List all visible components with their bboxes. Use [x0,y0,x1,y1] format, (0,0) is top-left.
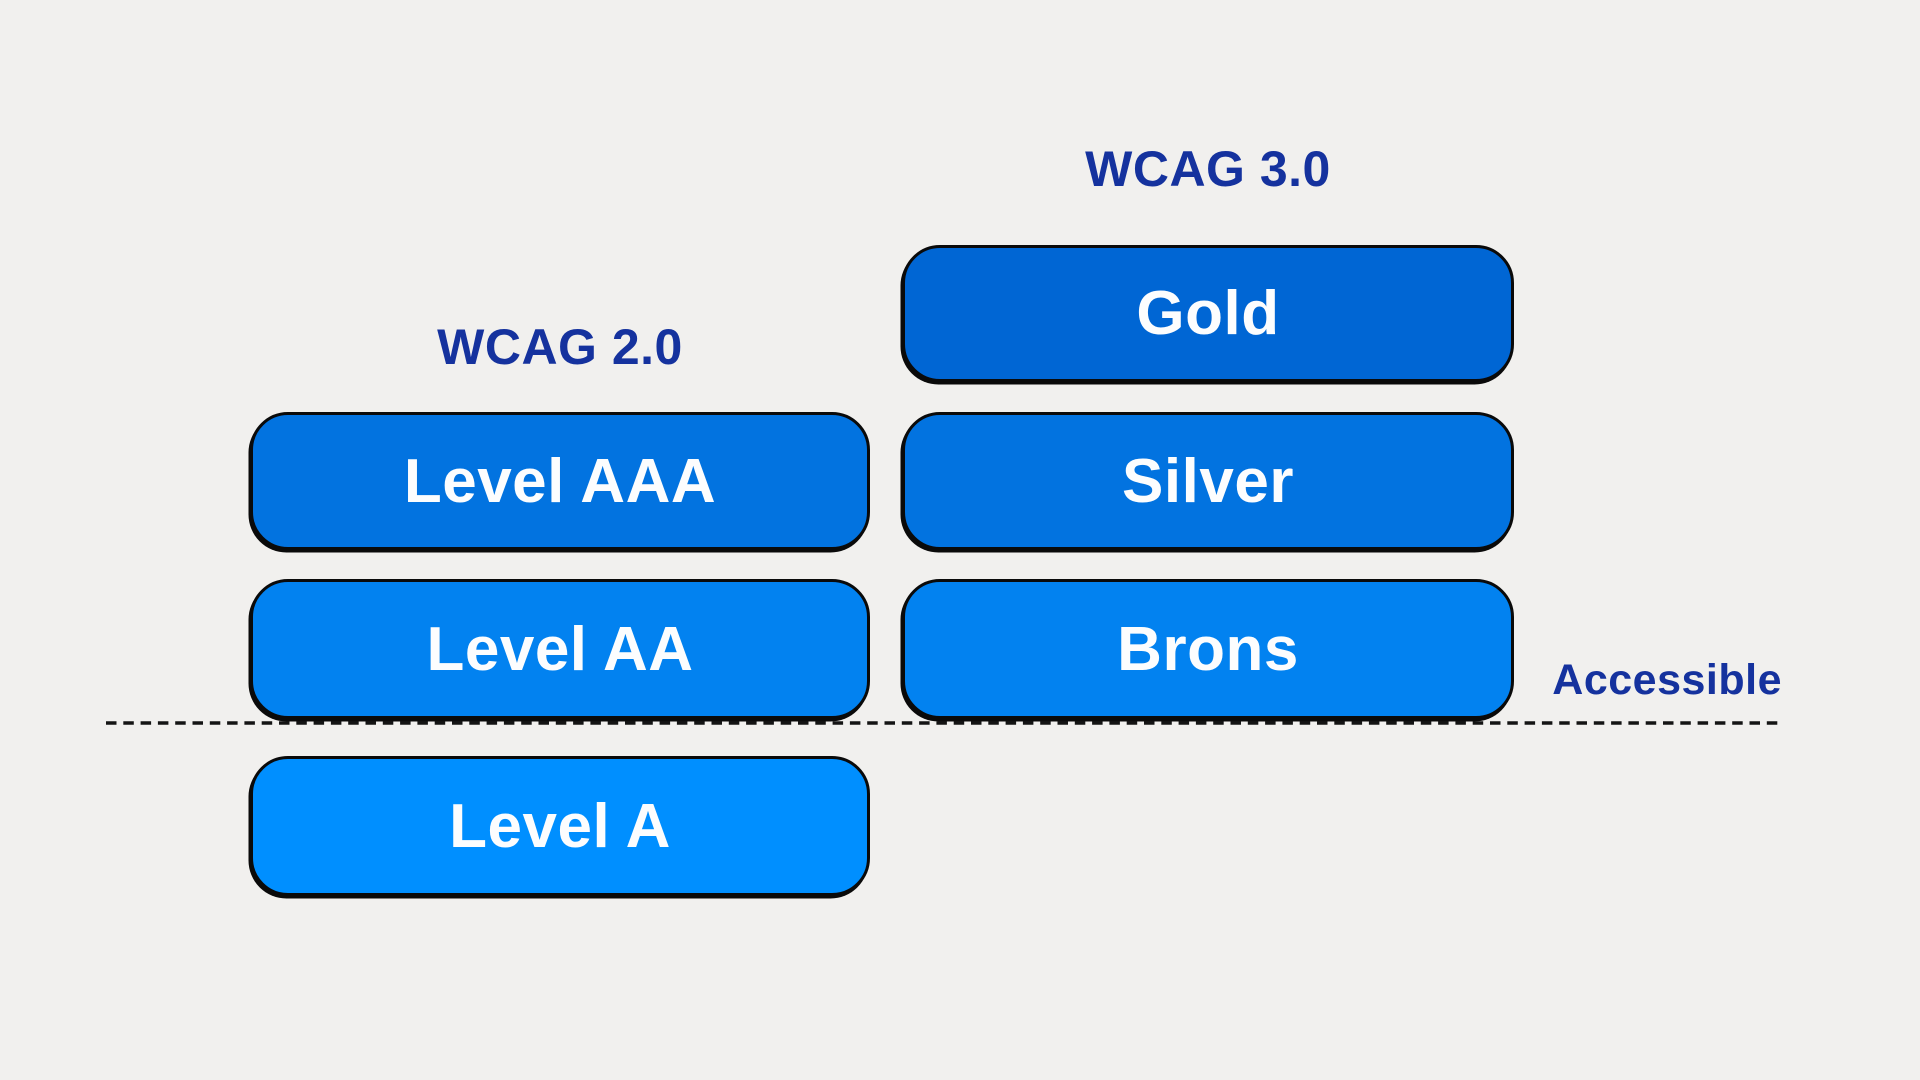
box-brons-label: Brons [1117,614,1299,684]
box-gold-label: Gold [1136,279,1280,348]
wcag3-column-header: WCAG 3.0 [1085,141,1331,197]
accessibility-threshold-dashed-line [106,721,1778,725]
box-level-aa: Level AA [250,579,870,719]
box-level-a: Level A [250,756,870,896]
box-level-a-label: Level A [449,791,671,861]
box-silver-label: Silver [1122,446,1294,516]
box-level-aaa-label: Level AAA [403,446,717,516]
box-silver: Silver [902,412,1514,550]
box-level-aaa: Level AAA [250,412,870,550]
box-gold: Gold [902,245,1514,382]
box-brons: Brons [902,579,1514,719]
box-level-aa-label: Level AA [426,614,694,684]
wcag2-column-header: WCAG 2.0 [437,319,683,375]
accessible-threshold-label: Accessible [1552,656,1782,704]
